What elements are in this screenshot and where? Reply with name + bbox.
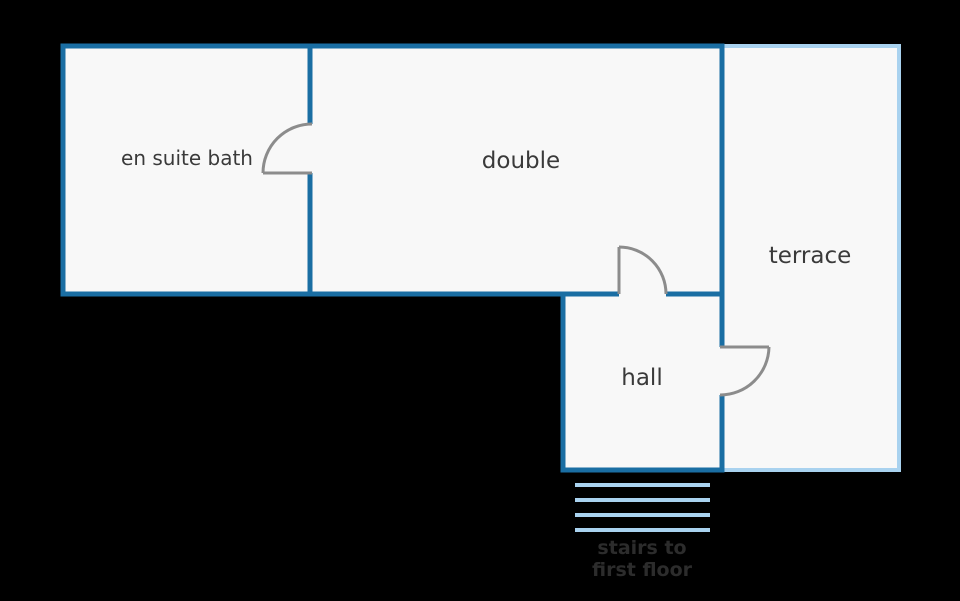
terrace-label: terrace [769, 243, 852, 269]
stairs-icon [575, 483, 710, 532]
door-swing-icon [719, 345, 771, 397]
double-room [307, 43, 725, 297]
bath-door-gap [306, 124, 315, 173]
stairs-label-line1: stairs to [597, 537, 686, 559]
double-label: double [482, 148, 560, 174]
terrace-area [720, 44, 901, 472]
en-suite-bath-label: en suite bath [121, 146, 253, 170]
hall-top-door-gap [619, 289, 666, 299]
stairs-label-line2: first floor [592, 559, 693, 581]
en-suite-bath-room [60, 43, 313, 297]
door-swing-icon [617, 245, 668, 295]
door-swing-icon [261, 122, 313, 175]
hall-label: hall [621, 365, 662, 391]
terrace-door-gap [718, 347, 727, 395]
